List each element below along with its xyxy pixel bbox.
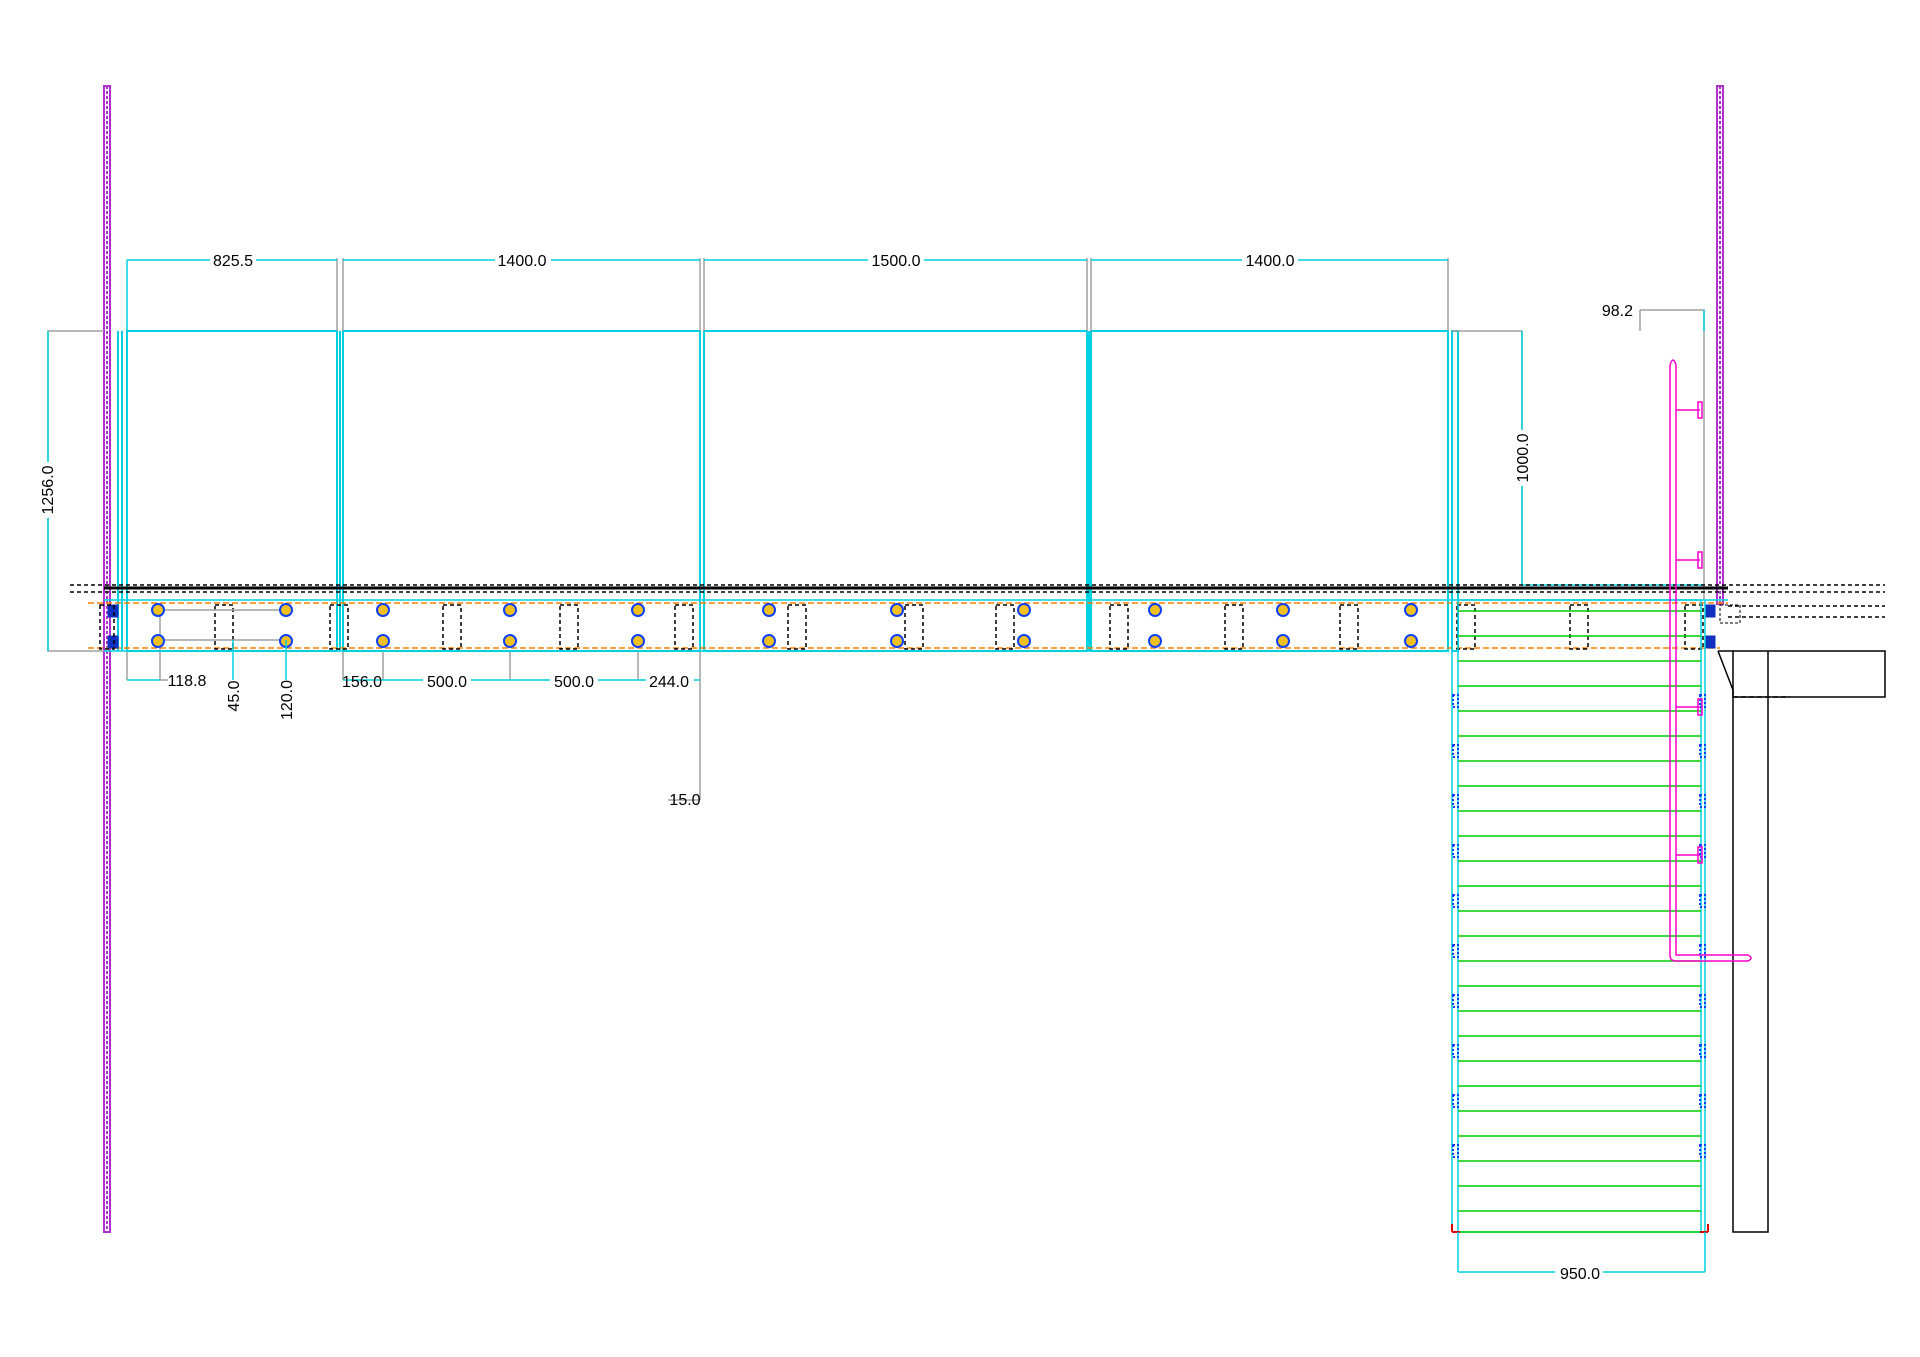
bolt-spacing-label: 120.0 — [279, 680, 296, 720]
left-wall — [103, 85, 111, 1233]
right-wall — [1716, 85, 1724, 605]
rail-offset-label: 98.2 — [1602, 303, 1633, 320]
handrail — [1669, 359, 1752, 962]
span-2-label: 1400.0 — [498, 253, 547, 270]
bolt-pitch-1-label: 500.0 — [427, 674, 467, 691]
rail-height-label: 1000.0 — [1515, 433, 1532, 482]
bolt-end-label: 244.0 — [649, 674, 689, 691]
overall-height-label: 1256.0 — [40, 465, 57, 514]
extension-lines — [47, 258, 1705, 801]
beam-bolts — [151, 603, 1418, 648]
bolt-start-label: 156.0 — [342, 674, 382, 691]
floor-beam — [70, 584, 1885, 652]
span-1-label: 825.5 — [213, 253, 253, 270]
stair-feet — [1451, 1224, 1709, 1233]
stringer-bolts — [1452, 694, 1706, 1158]
plate-width-label: 45.0 — [226, 680, 243, 711]
bolt-edge-label: 118.8 — [168, 673, 207, 690]
bolt-pitch-2-label: 500.0 — [554, 674, 594, 691]
dimension-labels: 825.5 1400.0 1500.0 1400.0 1256.0 1000.0… — [38, 252, 1633, 1283]
stair-treads — [1458, 610, 1701, 1233]
stair-width-label: 950.0 — [1560, 1266, 1600, 1283]
span-3-label: 1500.0 — [872, 253, 921, 270]
plate-link-lines — [158, 609, 286, 641]
lower-dimension-lines — [127, 640, 1706, 1273]
landing-post — [1717, 650, 1886, 1233]
gap-label: 15.0 — [669, 792, 700, 809]
beam-plates — [99, 604, 1704, 650]
staircase — [1451, 599, 1709, 1233]
span-4-label: 1400.0 — [1246, 253, 1295, 270]
